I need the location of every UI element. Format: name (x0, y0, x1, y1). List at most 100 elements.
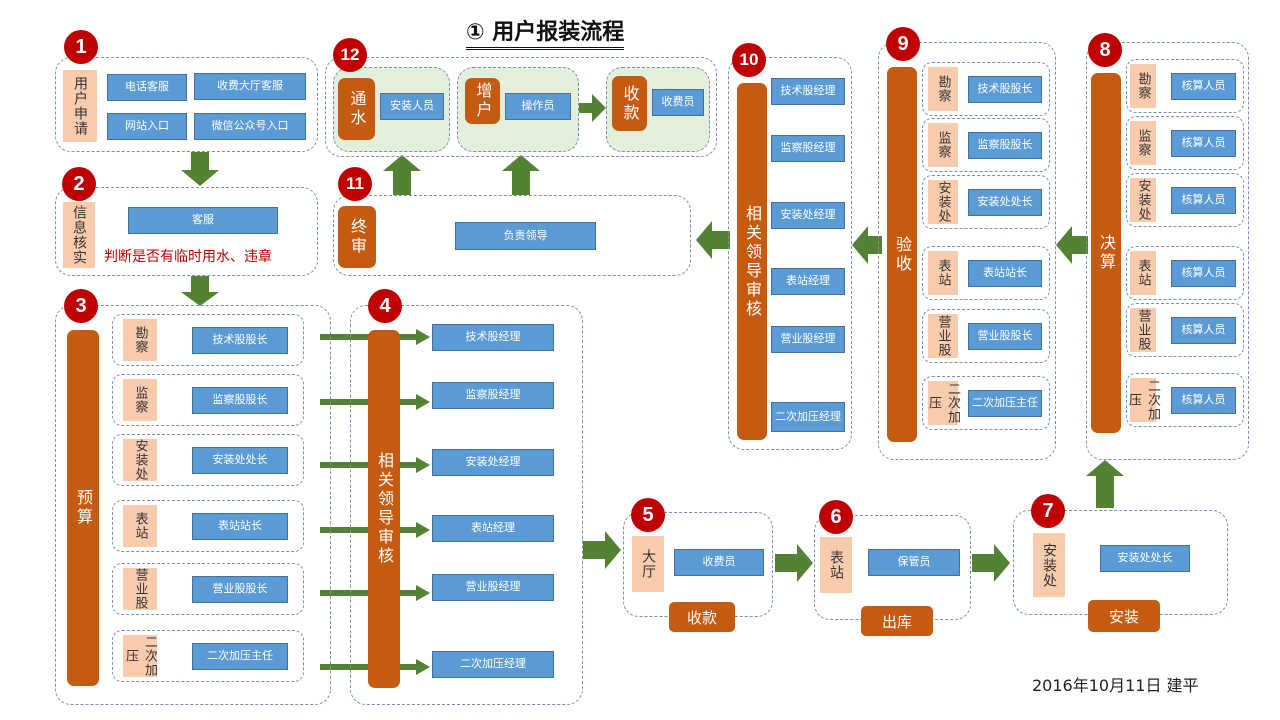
step-11-badge: 11 (338, 167, 372, 201)
s3-row-item: 技术股股长 (192, 326, 288, 354)
step-5-tag: 大厅 (632, 536, 664, 592)
step-3-group (55, 305, 331, 705)
s9-row-tag: 勘察 (928, 67, 958, 111)
s8-row (1126, 59, 1244, 113)
step-9-badge: 9 (886, 27, 920, 61)
s9-row-tag: 监察 (928, 123, 958, 167)
s8-row-item: 核算人员 (1171, 186, 1236, 214)
step-5-label: 收款 (669, 602, 735, 632)
step-12-add-item: 操作员 (505, 93, 571, 120)
s8-row-item: 核算人员 (1171, 386, 1236, 414)
s10-item: 二次加压经理 (771, 402, 845, 432)
s4-item: 安装处经理 (432, 449, 554, 476)
s9-row (922, 118, 1050, 172)
step-2-tag: 信息核实 (63, 202, 95, 268)
s9-row-item: 技术股股长 (968, 75, 1042, 103)
step-5-item: 收费员 (674, 549, 764, 576)
step-4-group (350, 305, 583, 705)
s3-row (112, 314, 304, 366)
s8-row (1126, 246, 1244, 300)
s9-row-item: 安装处处长 (968, 188, 1042, 216)
s8-row-item: 核算人员 (1171, 316, 1236, 344)
step-8-main: 决算 (1091, 73, 1121, 433)
s3-row-tag: 安装处 (123, 439, 157, 481)
step-1-item-hall: 收费大厅客服 (194, 73, 306, 100)
step-11-main: 终审 (338, 206, 376, 268)
arrow-1-to-2 (181, 152, 219, 186)
step-11-item: 负责领导 (455, 222, 596, 250)
s3-row (112, 434, 304, 486)
s3-row-tag: 勘察 (123, 319, 157, 361)
s4-item: 二次加压经理 (432, 651, 554, 678)
s8-row-item: 核算人员 (1171, 129, 1236, 157)
s8-row-item: 核算人员 (1171, 72, 1236, 100)
s3-row-item: 监察股股长 (192, 386, 288, 414)
step-5-badge: 5 (631, 498, 665, 532)
step-10-group (728, 57, 852, 450)
s9-row-item: 二次加压主任 (968, 389, 1042, 417)
s8-row (1126, 173, 1244, 227)
s3-row-tag: 二次加压 (123, 635, 157, 677)
step-2-group (55, 187, 318, 276)
s3-row (112, 630, 304, 682)
s8-row-item: 核算人员 (1171, 259, 1236, 287)
step-1-tag: 用户申请 (63, 70, 97, 142)
step-1-group (55, 57, 318, 152)
s3-row-tag: 监察 (123, 379, 157, 421)
s10-item: 营业股经理 (771, 326, 845, 353)
s3-row-item: 二次加压主任 (192, 642, 288, 670)
s4-item: 监察股经理 (432, 382, 554, 409)
s10-item: 表站经理 (771, 268, 845, 295)
step-7-item: 安装处处长 (1100, 545, 1190, 572)
step-1-badge: 1 (64, 30, 98, 64)
s4-item: 营业股经理 (432, 574, 554, 601)
s3-row (112, 374, 304, 426)
step-10-main: 相关领导审核 (737, 83, 767, 440)
s10-item: 监察股经理 (771, 135, 845, 162)
step-12-group (325, 57, 717, 157)
step-1-item-phone: 电话客服 (107, 74, 187, 101)
s8-row-tag: 营业股 (1130, 308, 1156, 352)
step-4-badge: 4 (368, 289, 402, 323)
s9-row-item: 表站站长 (968, 259, 1042, 287)
step-12-water-item: 安装人员 (380, 93, 444, 120)
step-6-label: 出库 (861, 606, 933, 636)
arrow-11-to-12-a (383, 155, 421, 195)
step-12-pay-item: 收费员 (652, 89, 704, 116)
s3-row-item: 安装处处长 (192, 446, 288, 474)
step-12-pay-main: 收款 (612, 76, 647, 131)
arrow-6-to-7 (972, 544, 1010, 582)
step-1-item-web: 网站入口 (107, 113, 187, 140)
s4-item: 技术股经理 (432, 324, 554, 351)
step-12-add-main: 增户 (465, 78, 500, 124)
s9-row-tag: 表站 (928, 251, 958, 295)
step-2-note: 判断是否有临时用水、违章 (104, 249, 272, 265)
s8-row-tag: 勘察 (1130, 64, 1156, 108)
step-6-item: 保管员 (868, 549, 960, 576)
s9-row (922, 376, 1050, 430)
step-3-main: 预算 (67, 330, 99, 686)
s8-row (1126, 373, 1244, 427)
s9-row-item: 监察股股长 (968, 131, 1042, 159)
step-9-main: 验收 (887, 67, 917, 442)
step-2-badge: 2 (62, 167, 96, 201)
arrow-10-to-11 (696, 221, 730, 259)
step-12-water-main: 通水 (338, 78, 375, 140)
s9-row (922, 175, 1050, 229)
s9-row (922, 62, 1050, 116)
s4-item: 表站经理 (432, 515, 554, 542)
step-3-badge: 3 (64, 289, 98, 323)
step-11-group (333, 195, 691, 276)
s3-row (112, 563, 304, 615)
arrow-4-to-5 (583, 531, 621, 569)
s9-row-tag: 营业股 (928, 314, 958, 358)
step-7-badge: 7 (1031, 494, 1065, 528)
arrow-11-to-12-b (502, 155, 540, 195)
step-7-label: 安装 (1088, 600, 1160, 632)
footer-date-author: 2016年10月11日 建平 (1032, 676, 1199, 695)
s9-row (922, 309, 1050, 363)
s3-row-tag: 营业股 (123, 568, 157, 610)
s8-row (1126, 116, 1244, 170)
arrow-2-to-3 (181, 276, 219, 306)
s8-row (1126, 303, 1244, 357)
